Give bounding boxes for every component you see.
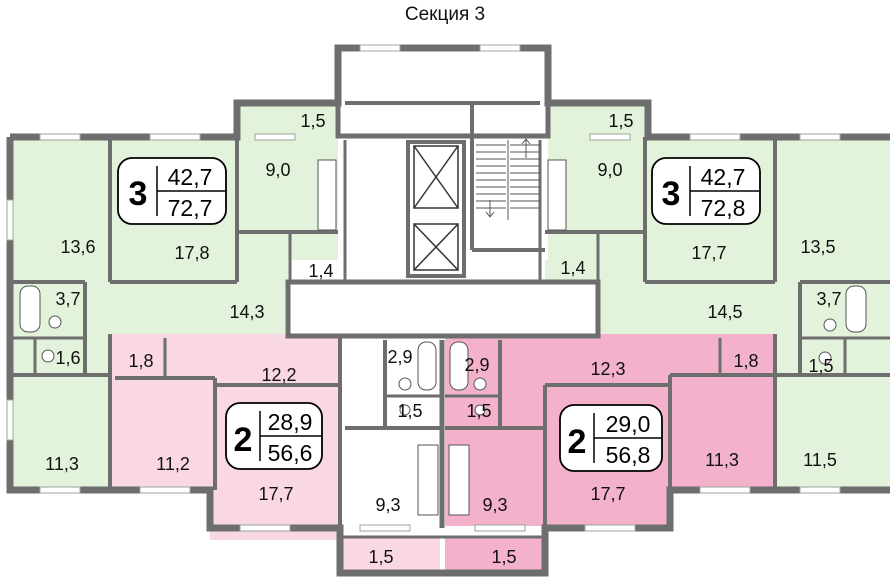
- room-area-label: 1,4: [560, 258, 585, 278]
- room-area-label: 1,5: [608, 111, 633, 131]
- badge-living-area: 28,9: [268, 409, 313, 435]
- room-area-label: 14,5: [707, 302, 742, 322]
- badge-living-area: 42,7: [701, 164, 746, 190]
- room-area-label: 11,5: [803, 450, 837, 470]
- apartment-badge: 3 42,7 72,7: [117, 157, 227, 225]
- fixtures: [19, 159, 867, 516]
- room-area-label: 17,7: [258, 484, 293, 504]
- staircase: [476, 138, 540, 220]
- green-zone: [10, 103, 890, 490]
- room-area-label: 11,3: [45, 454, 79, 474]
- badge-rooms: 2: [234, 421, 253, 459]
- badge-rooms: 3: [129, 175, 148, 213]
- badge-total-area: 56,6: [268, 440, 313, 466]
- room-area-label: 9,3: [482, 495, 507, 515]
- room-area-label: 11,2: [156, 454, 190, 474]
- room-area-label: 13,6: [60, 237, 95, 257]
- badge-rooms: 2: [568, 423, 587, 461]
- room-area-label: 12,2: [261, 365, 296, 385]
- room-area-label: 1,8: [733, 351, 758, 371]
- room-area-label: 1,5: [300, 111, 325, 131]
- badge-total-area: 72,8: [701, 195, 746, 221]
- room-area-label: 14,3: [229, 302, 264, 322]
- room-area-label: 1,6: [55, 348, 80, 368]
- page-title: Секция 3: [404, 4, 486, 25]
- room-area-label: 1,5: [397, 401, 422, 421]
- room-area-label: 9,3: [375, 495, 400, 515]
- room-area-label: 11,3: [705, 450, 739, 470]
- room-area-label: 1,5: [808, 356, 833, 376]
- room-area-label: 1,4: [308, 261, 333, 281]
- left-balcony-pink: [340, 537, 440, 573]
- room-area-label: 1,5: [491, 547, 516, 567]
- room-area-label: 17,7: [590, 484, 625, 504]
- room-area-label: 13,5: [800, 237, 835, 257]
- elevator-shafts: [413, 145, 459, 271]
- room-area-label: 17,7: [691, 243, 726, 263]
- badge-living-area: 29,0: [606, 411, 651, 437]
- room-area-label: 2,9: [387, 347, 412, 367]
- badge-total-area: 56,8: [606, 442, 651, 468]
- badge-total-area: 72,7: [168, 195, 213, 221]
- windows: [6, 44, 841, 532]
- badge-rooms: 3: [662, 175, 681, 213]
- room-area-label: 3,7: [816, 289, 841, 309]
- apartment-badge: 2 29,0 56,8: [559, 404, 663, 472]
- room-area-label: 17,8: [174, 243, 209, 263]
- right-room-small-pink: [672, 375, 772, 485]
- left-three-room-apartment: [10, 103, 338, 490]
- room-area-label: 9,0: [597, 160, 622, 180]
- right-balcony-pink: [445, 537, 543, 573]
- room-area-label: 12,3: [590, 359, 625, 379]
- room-area-label: 1,8: [128, 351, 153, 371]
- room-area-label: 1,5: [368, 547, 393, 567]
- room-area-label: 3,7: [55, 289, 80, 309]
- right-three-room-apartment: [545, 103, 890, 490]
- badge-living-area: 42,7: [168, 164, 213, 190]
- room-area-label: 2,9: [464, 355, 489, 375]
- apartment-badge: 3 42,7 72,8: [651, 157, 761, 225]
- room-area-label: 1,5: [466, 401, 491, 421]
- room-area-label: 9,0: [265, 160, 290, 180]
- apartment-badge: 2 28,9 56,6: [225, 402, 323, 470]
- room-area-labels: 1,5 9,0 13,6 17,8 1,4 3,7 14,3 1,6 11,3 …: [45, 111, 841, 567]
